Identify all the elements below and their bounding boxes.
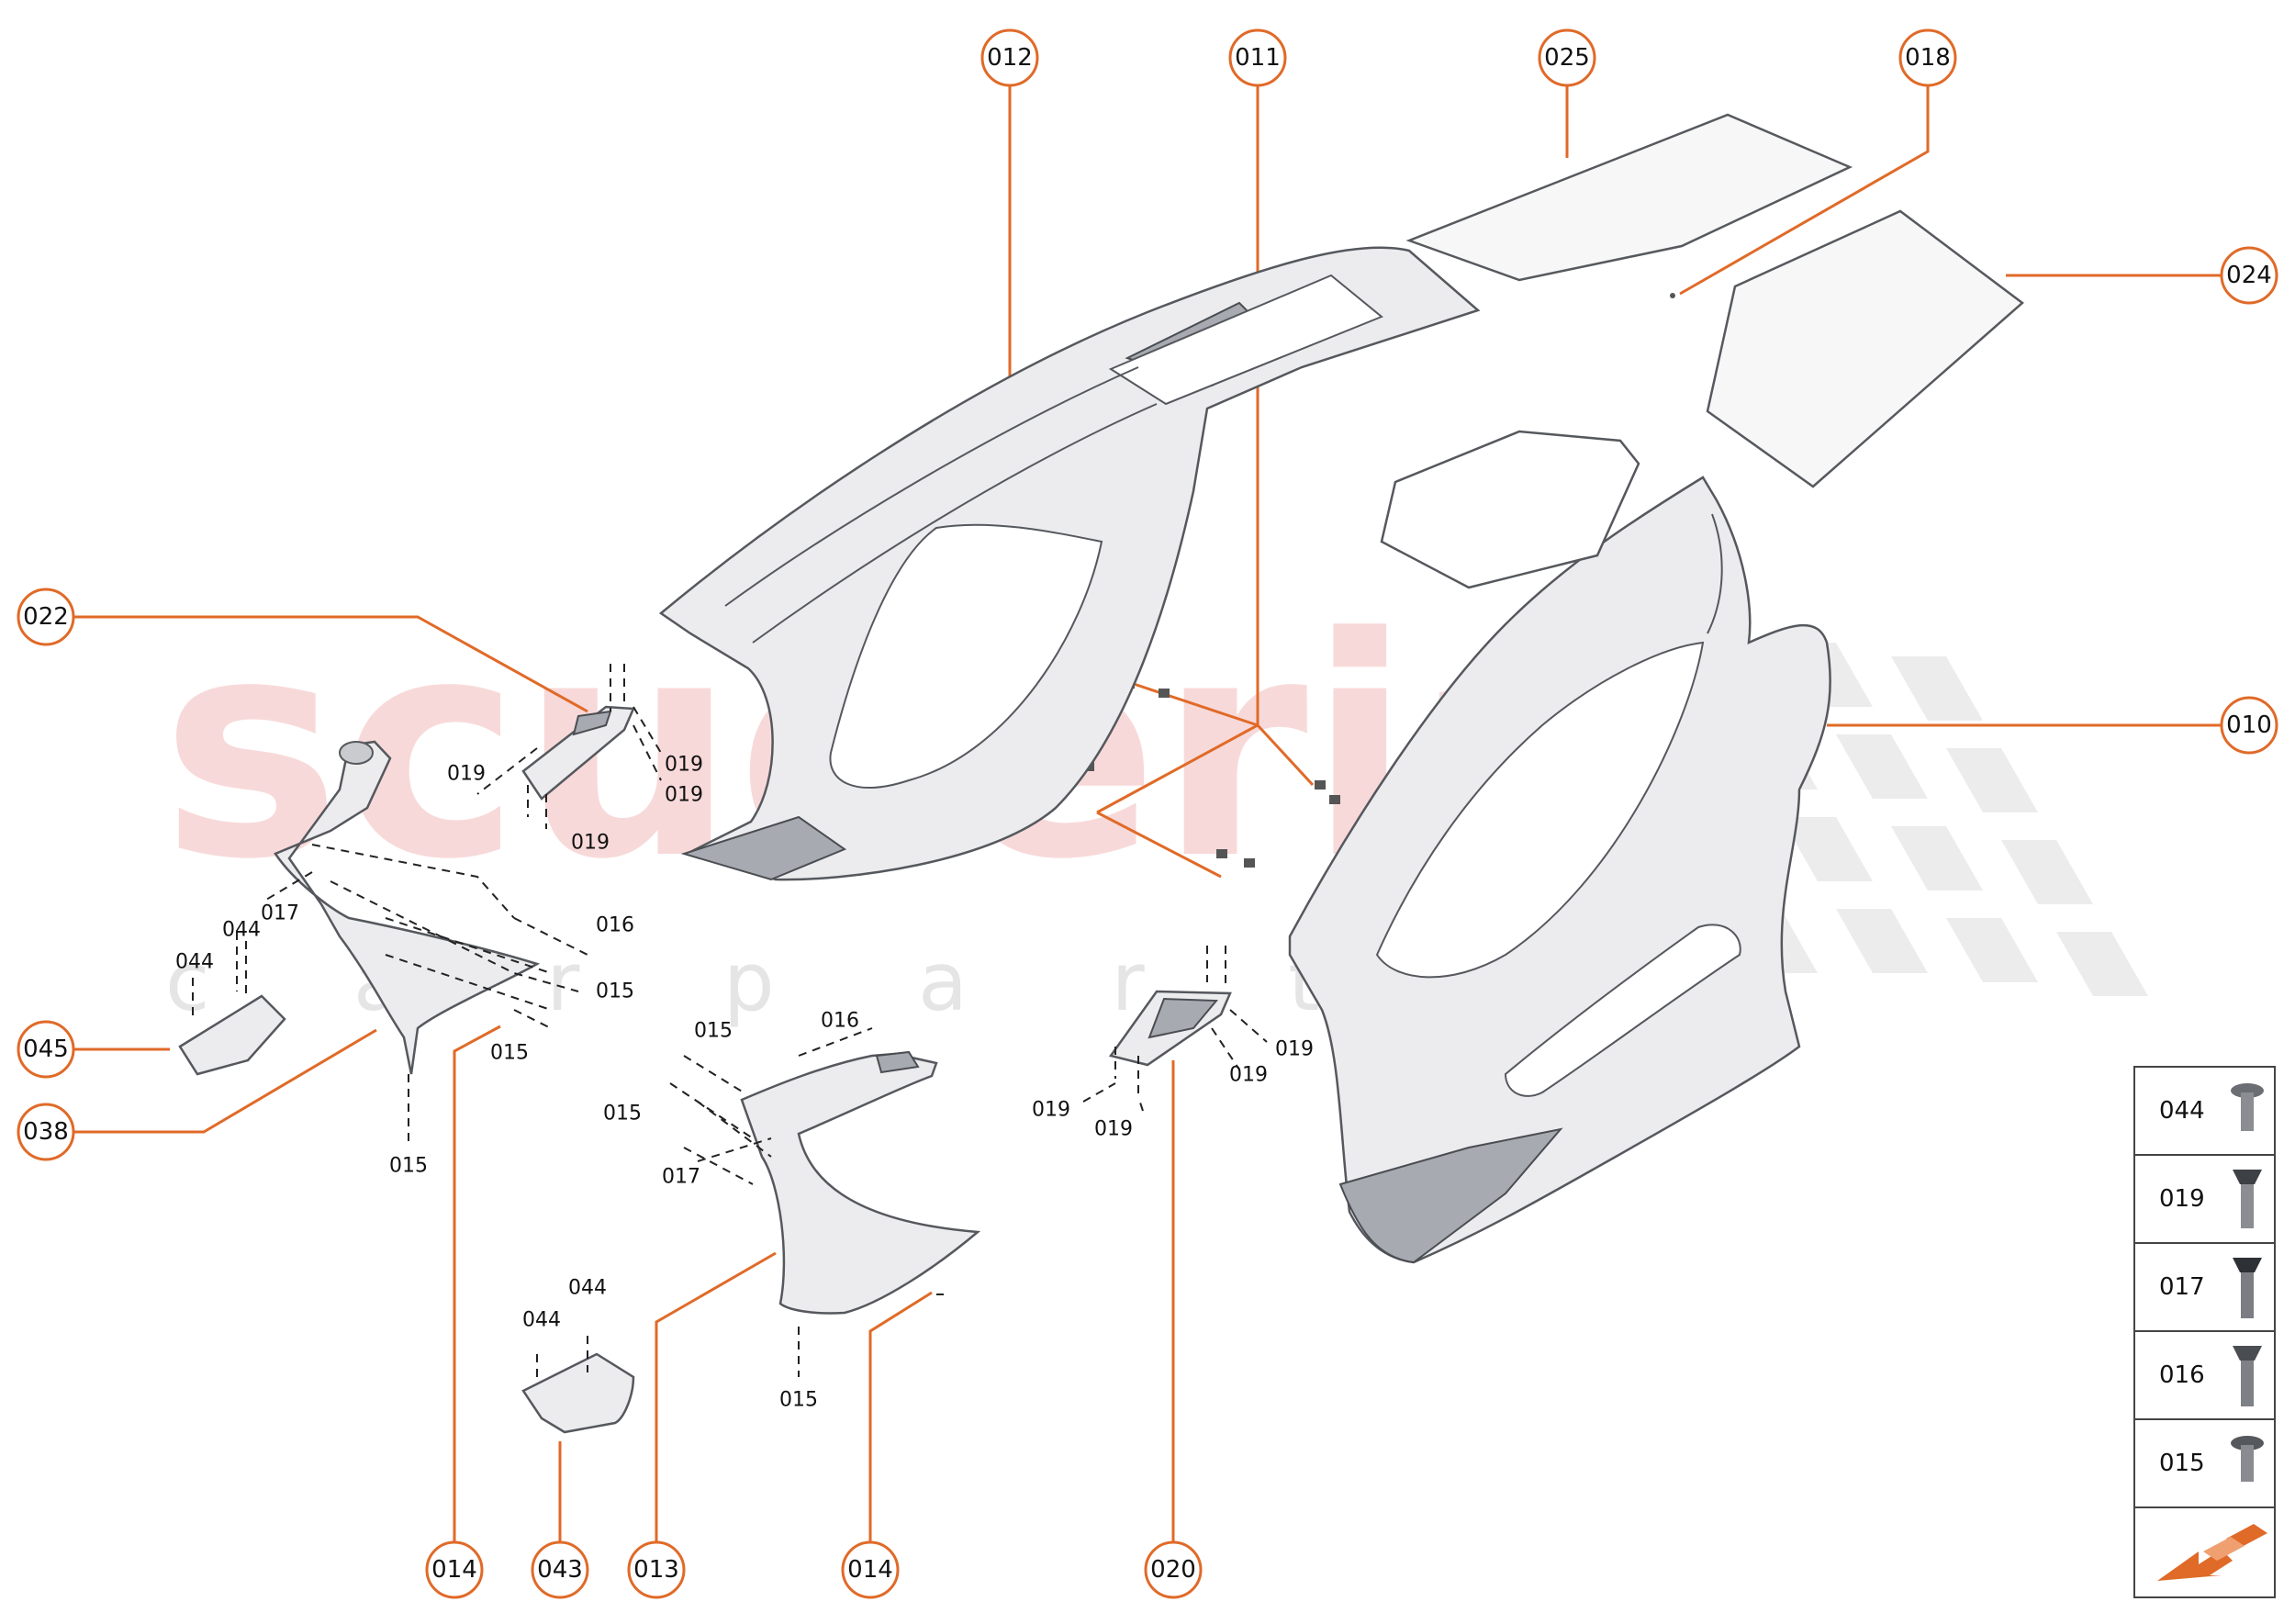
door-frame-010 (1288, 430, 1831, 1264)
label-015: 015 (596, 980, 634, 1003)
label-015: 015 (389, 1155, 428, 1178)
svg-text:015: 015 (2159, 1450, 2205, 1477)
callout-024[interactable]: 024 (2220, 246, 2278, 305)
body-frame-012 (658, 246, 1481, 881)
svg-text:024: 024 (2226, 262, 2272, 289)
label-019: 019 (1094, 1118, 1133, 1141)
roof-glass-panel-025 (1405, 113, 1853, 282)
callout-022[interactable]: 022 (17, 588, 75, 646)
label-019: 019 (447, 763, 486, 786)
svg-text:010: 010 (2226, 711, 2272, 739)
rear-glass-panel-024 (1706, 209, 2024, 488)
callout-025[interactable]: 025 (1538, 28, 1596, 87)
label-019: 019 (1229, 1064, 1268, 1087)
label-019: 019 (1032, 1099, 1070, 1122)
svg-text:022: 022 (23, 603, 69, 631)
label-044: 044 (568, 1277, 607, 1300)
screw-icon (2233, 1258, 2262, 1318)
callout-010[interactable]: 010 (2220, 696, 2278, 755)
callout-038[interactable]: 038 (17, 1103, 75, 1161)
svg-text:025: 025 (1544, 44, 1590, 72)
callout-013[interactable]: 013 (627, 1540, 686, 1599)
fastener-labels: 019 019 019 019 017 044 044 016 015 015 … (175, 754, 1314, 1412)
label-019: 019 (665, 754, 703, 777)
svg-text:017: 017 (2159, 1273, 2205, 1301)
label-016: 016 (821, 1010, 859, 1033)
svg-text:043: 043 (537, 1556, 583, 1584)
label-044: 044 (222, 919, 261, 942)
svg-text:014: 014 (847, 1556, 893, 1584)
cover-043 (521, 1352, 635, 1434)
svg-text:012: 012 (987, 44, 1033, 72)
label-015: 015 (779, 1389, 818, 1412)
legend-row-044: 044 (2159, 1083, 2264, 1131)
svg-text:044: 044 (2159, 1097, 2205, 1125)
fastener-018 (1670, 293, 1675, 298)
svg-text:013: 013 (633, 1556, 679, 1584)
label-017: 017 (662, 1166, 700, 1189)
callout-012[interactable]: 012 (980, 28, 1039, 87)
callout-014[interactable]: 014 (841, 1540, 900, 1599)
bracket-020 (1108, 990, 1232, 1067)
label-044: 044 (175, 951, 214, 974)
callout-043[interactable]: 043 (531, 1540, 589, 1599)
label-015: 015 (490, 1042, 529, 1065)
svg-text:020: 020 (1150, 1556, 1196, 1584)
label-015: 015 (603, 1103, 642, 1126)
callout-018[interactable]: 018 (1898, 28, 1957, 87)
pillar-trim-038 (274, 740, 541, 1075)
label-044: 044 (522, 1309, 561, 1332)
svg-text:019: 019 (2159, 1185, 2205, 1213)
fastener-dashed-lines (192, 664, 1268, 1382)
label-019: 019 (665, 784, 703, 807)
label-019: 019 (571, 832, 610, 855)
label-016: 016 (596, 914, 634, 937)
legend-row-019: 019 (2159, 1170, 2262, 1228)
svg-text:011: 011 (1235, 44, 1281, 72)
screw-icon (2233, 1346, 2262, 1406)
svg-text:038: 038 (23, 1118, 69, 1146)
arrow-front-icon (2157, 1524, 2267, 1581)
label-019: 019 (1275, 1038, 1314, 1061)
screw-icon (2231, 1083, 2264, 1131)
svg-text:014: 014 (431, 1556, 477, 1584)
cover-045 (178, 994, 286, 1076)
callout-020[interactable]: 020 (1144, 1540, 1203, 1599)
bracket-022 (521, 705, 635, 801)
legend-row-015: 015 (2159, 1436, 2264, 1482)
callout-011[interactable]: 011 (1228, 28, 1287, 87)
label-017: 017 (261, 902, 299, 925)
fastener-legend: 044 019 017 016 (2133, 1066, 2276, 1598)
label-015: 015 (694, 1020, 733, 1043)
svg-text:045: 045 (23, 1036, 69, 1063)
screw-icon (2233, 1170, 2262, 1228)
legend-row-017: 017 (2159, 1258, 2262, 1318)
pillar-trim-013 (740, 1050, 981, 1315)
callout-045[interactable]: 045 (17, 1020, 75, 1079)
callout-014[interactable]: 014 (425, 1540, 484, 1599)
svg-text:016: 016 (2159, 1361, 2205, 1389)
svg-text:018: 018 (1905, 44, 1951, 72)
screw-icon (2231, 1436, 2264, 1482)
callouts: 012 011 025 018 024 022 010 045 038 014 … (17, 28, 2278, 1599)
legend-row-016: 016 (2159, 1346, 2262, 1406)
